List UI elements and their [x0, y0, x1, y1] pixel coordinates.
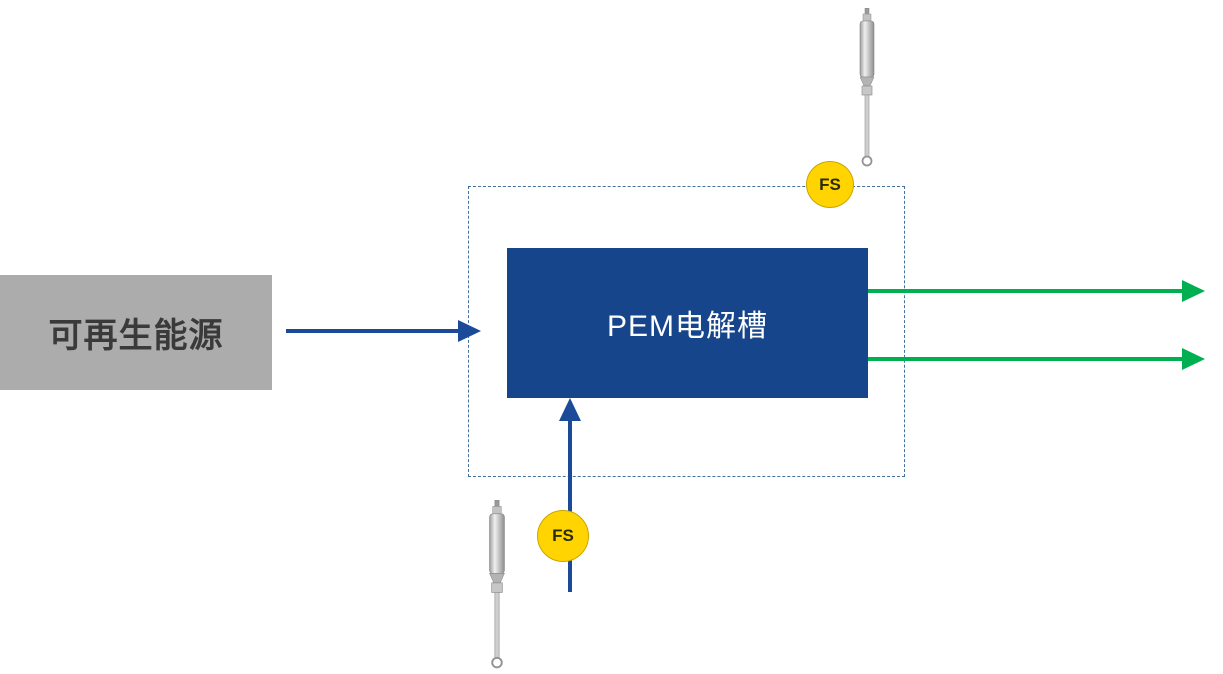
flow-sensor-icon-bottom [482, 499, 512, 670]
fs-badge-top: FS [806, 161, 854, 208]
flow-sensor-icon [489, 499, 505, 669]
flow-sensor-icon [859, 7, 875, 167]
fs-badge-bottom: FS [537, 510, 589, 562]
output-arrow-bottom [868, 348, 1205, 370]
fs-badge-bottom-label: FS [552, 526, 574, 545]
flow-sensor-icon-top [852, 7, 882, 168]
renewable-energy-box: 可再生能源 [0, 275, 272, 390]
fs-badge-top-label: FS [819, 174, 841, 194]
feed-arrow [559, 398, 581, 592]
pem-electrolyzer-box: PEM电解槽 [507, 248, 868, 398]
pem-electrolyzer-label: PEM电解槽 [606, 310, 768, 343]
output-arrow-top [868, 280, 1205, 302]
renewable-energy-label: 可再生能源 [48, 317, 224, 355]
input-arrow [286, 320, 481, 342]
